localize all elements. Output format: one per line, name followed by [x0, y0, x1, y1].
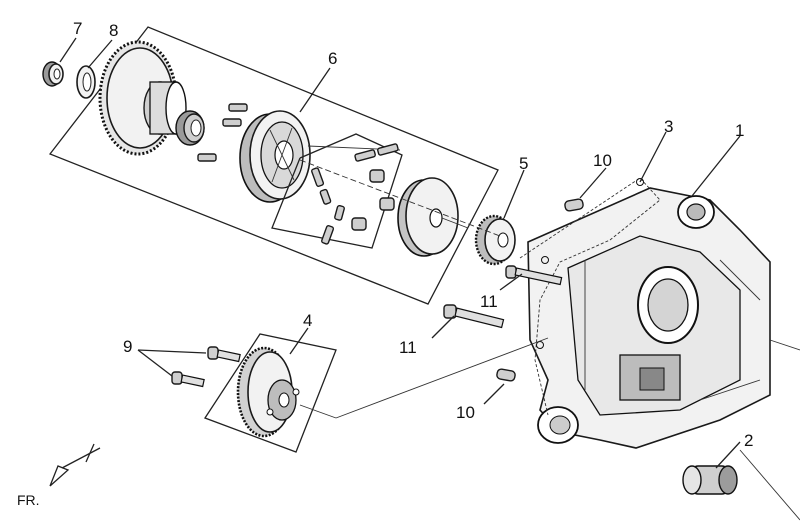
front-label: FR.: [17, 492, 40, 508]
callout-leaders: [59, 37, 741, 469]
part-11-bolts: [443, 265, 563, 329]
part-3-gasket: [519, 177, 661, 416]
needle-bearing: [175, 110, 205, 146]
callout-10-top: 10: [593, 151, 612, 170]
one-way-clutch-housing: [239, 110, 311, 203]
clutch-hub-disc: [397, 177, 469, 257]
callout-labels: 1 2 3 4 5 6 7 8 9 10 10 11 11: [73, 19, 753, 450]
part-8-washer: [76, 65, 96, 99]
callout-7: 7: [73, 19, 82, 38]
part-5-idle-gear: [474, 214, 516, 266]
callout-8: 8: [109, 21, 118, 40]
callout-4: 4: [303, 311, 312, 330]
callout-11-upper: 11: [480, 292, 498, 311]
callout-5: 5: [519, 154, 528, 173]
callout-9: 9: [123, 337, 132, 356]
callout-11-lower: 11: [399, 338, 417, 357]
alignment-lines: [299, 159, 800, 521]
part-9-screws: [171, 346, 241, 388]
callout-1: 1: [735, 121, 744, 140]
callout-10-bottom: 10: [456, 403, 475, 422]
callout-2: 2: [744, 431, 753, 450]
part-10-dowels: [496, 198, 584, 382]
roller-spring-inset: [271, 133, 403, 249]
callout-3: 3: [664, 117, 673, 136]
part-1-crankcase: [527, 187, 771, 449]
starter-driven-gear: [98, 40, 187, 156]
part-2-bushing: [682, 465, 738, 495]
part-4-oil-pump-panel: [204, 333, 337, 453]
clutch-pins: [197, 103, 248, 162]
callout-6: 6: [328, 49, 337, 68]
part-7-seal: [42, 61, 64, 87]
front-direction-indicator: FR.: [17, 443, 101, 508]
